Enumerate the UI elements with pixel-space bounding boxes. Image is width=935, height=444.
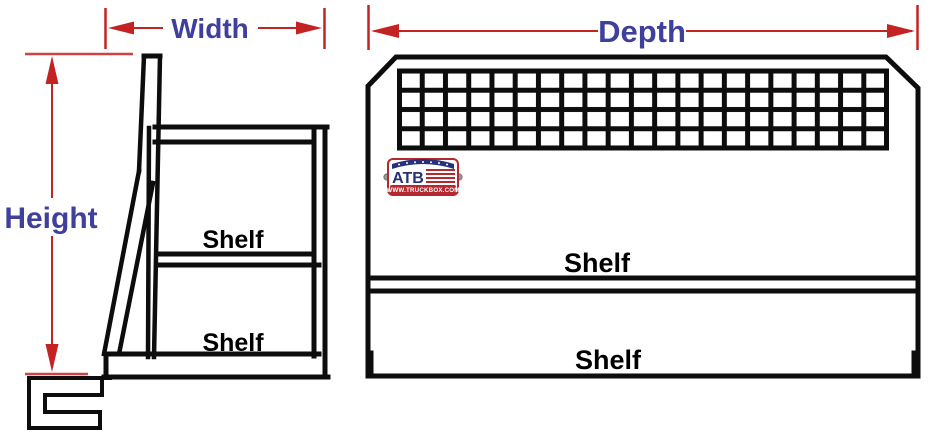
logo-url-band [390, 185, 456, 194]
arrowhead-right-icon [887, 24, 915, 38]
logo-stars-icon [398, 161, 448, 166]
side-view-diagram: Width Height [4, 8, 331, 430]
post-front-edge [136, 53, 147, 174]
width-label: Width [171, 13, 249, 44]
front-leg-outer-brace [101, 168, 142, 357]
mesh-frame [397, 68, 889, 151]
arrowhead-right-icon [296, 21, 322, 35]
mesh-cells [399, 71, 887, 148]
arrowhead-left-icon [108, 21, 134, 35]
shelf-label: Shelf [564, 248, 631, 278]
height-dimension-arrow: Height [4, 52, 133, 376]
arrowhead-down-icon [45, 344, 59, 372]
logo-brand-text: ATB [392, 170, 424, 187]
depth-label: Depth [598, 14, 686, 49]
logo-url-text: WWW.TRUCKBOX.COM [386, 187, 459, 194]
front-leg-inner-brace [116, 180, 156, 357]
post-inner-edge [145, 125, 152, 360]
shelf-label: Shelf [575, 345, 642, 375]
post-back-edge [151, 53, 163, 360]
side-view-outline [101, 53, 331, 380]
width-dimension-arrow: Width [104, 8, 326, 49]
logo-flag-stripes-icon [426, 169, 455, 183]
height-label: Height [4, 202, 97, 235]
arrowhead-up-icon [45, 56, 59, 84]
depth-dimension-arrow: Depth [367, 5, 919, 50]
shelf-label: Shelf [202, 226, 264, 254]
shelf-label: Shelf [202, 329, 264, 357]
mounting-bracket [27, 376, 112, 430]
front-view-diagram: Depth [365, 5, 921, 379]
logo-stars-band [392, 159, 454, 169]
mesh-grid [397, 68, 889, 151]
arrowhead-left-icon [371, 24, 399, 38]
front-view-outline [365, 54, 921, 379]
atb-logo: ATB WWW.TRUCKBOX.COM [383, 158, 463, 196]
